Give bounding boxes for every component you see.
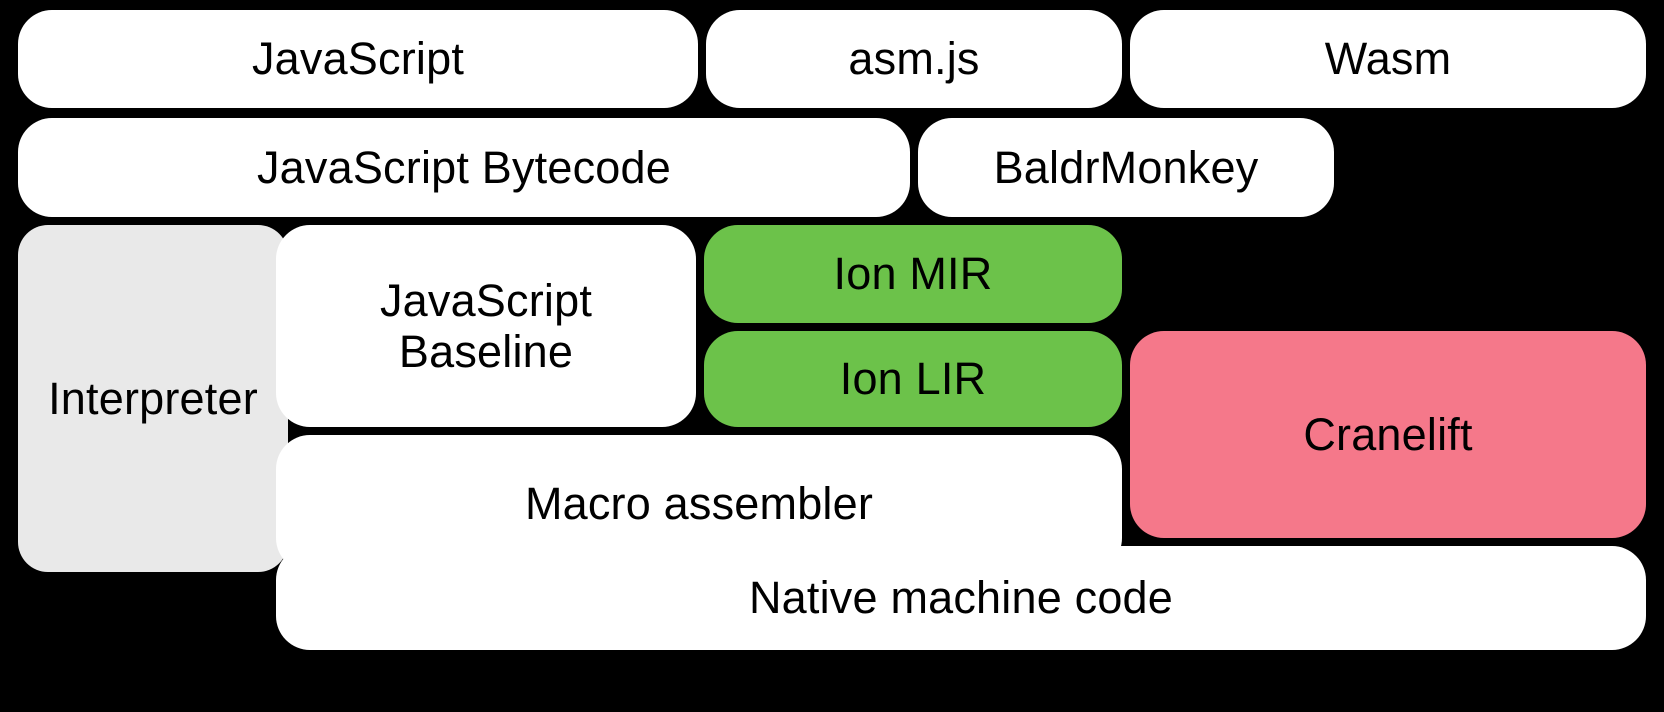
node-asm-js[interactable]: asm.js xyxy=(706,10,1122,108)
node-javascript-baseline[interactable]: JavaScript Baseline xyxy=(276,225,696,427)
node-cranelift[interactable]: Cranelift xyxy=(1130,331,1646,538)
node-ion-mir[interactable]: Ion MIR xyxy=(704,225,1122,323)
node-ion-lir[interactable]: Ion LIR xyxy=(704,331,1122,427)
node-javascript[interactable]: JavaScript xyxy=(18,10,698,108)
node-wasm[interactable]: Wasm xyxy=(1130,10,1646,108)
node-javascript-bytecode[interactable]: JavaScript Bytecode xyxy=(18,118,910,217)
node-baldrmonkey[interactable]: BaldrMonkey xyxy=(918,118,1334,217)
node-native-machine-code[interactable]: Native machine code xyxy=(276,546,1646,650)
node-interpreter[interactable]: Interpreter xyxy=(18,225,288,572)
